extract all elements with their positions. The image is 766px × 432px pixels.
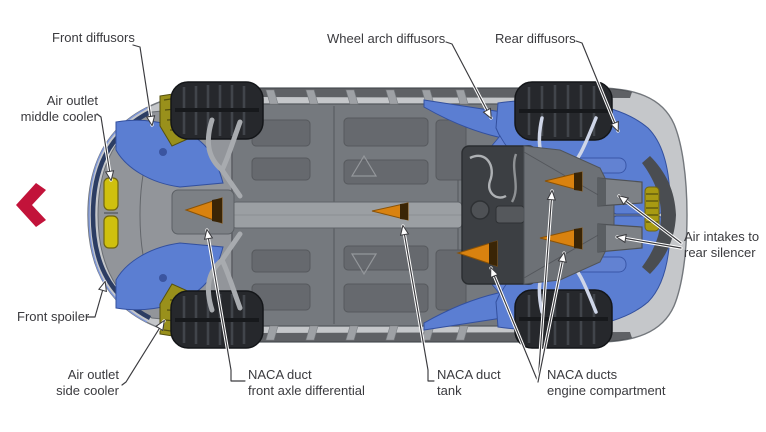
leader-lines — [85, 39, 683, 387]
label-line: Air outlet — [67, 367, 119, 382]
back-chevron-icon[interactable] — [16, 183, 46, 227]
label-naca-duct-tank: NACA duct tank — [437, 367, 501, 398]
label-air-outlet-side-cooler: Air outlet side cooler — [33, 367, 119, 398]
label-line: side cooler — [56, 382, 119, 398]
label-line: NACA duct — [437, 367, 501, 382]
naca-duct-engine-lower — [539, 227, 583, 250]
label-rear-diffusors: Rear diffusors — [495, 31, 576, 46]
label-air-intakes-rear-silencer: Air intakes to rear silencer — [684, 229, 759, 260]
naca-duct-front-axle — [184, 197, 223, 224]
front-suspension — [205, 117, 243, 199]
leader-naca-engine-lower — [537, 253, 564, 383]
leader-rear-diffusors — [575, 40, 618, 131]
leader-naca-engine-left — [491, 268, 539, 383]
leader-front-spoiler — [86, 282, 105, 318]
naca-duct-engine-left — [456, 240, 498, 267]
leader-naca-tank — [403, 226, 435, 382]
label-line: Air intakes to — [684, 229, 760, 244]
front-spoiler-highlight — [88, 107, 148, 323]
label-naca-ducts-engine: NACA ducts engine compartment — [547, 367, 666, 398]
leader-air-intake-bottom — [617, 237, 682, 249]
rear-silencer-intake-top — [597, 177, 643, 207]
leader-naca-engine-upper — [537, 191, 552, 383]
label-line: engine compartment — [547, 382, 666, 398]
label-wheel-arch-diffusors: Wheel arch diffusors — [327, 31, 446, 46]
label-naca-duct-front-axle: NACA duct front axle differential — [248, 367, 365, 398]
label-line: NACA duct — [248, 367, 312, 382]
label-line: middle cooler — [20, 108, 98, 124]
tire-rear — [514, 81, 613, 141]
label-line: NACA ducts — [547, 367, 618, 382]
label-front-diffusors: Front diffusors — [52, 30, 135, 45]
leader-side-cooler — [121, 321, 164, 386]
leader-middle-cooler — [96, 113, 111, 180]
leader-air-intake-top — [619, 196, 682, 244]
leader-naca-front-axle — [207, 230, 246, 382]
label-front-spoiler: Front spoiler — [17, 309, 90, 324]
label-air-outlet-middle-cooler: Air outlet middle cooler — [10, 93, 98, 124]
naca-duct-engine-upper — [544, 171, 583, 192]
leader-front-diffusors — [132, 44, 152, 125]
label-line: rear silencer — [684, 244, 756, 260]
label-line: tank — [437, 382, 462, 398]
label-line: front axle differential — [248, 382, 365, 398]
air-outlet-middle-cooler — [103, 177, 119, 249]
naca-duct-tank — [371, 202, 409, 221]
leader-wheel-arch-diffusors — [445, 41, 491, 118]
tire-front — [170, 81, 264, 140]
label-line: Air outlet — [46, 93, 98, 108]
